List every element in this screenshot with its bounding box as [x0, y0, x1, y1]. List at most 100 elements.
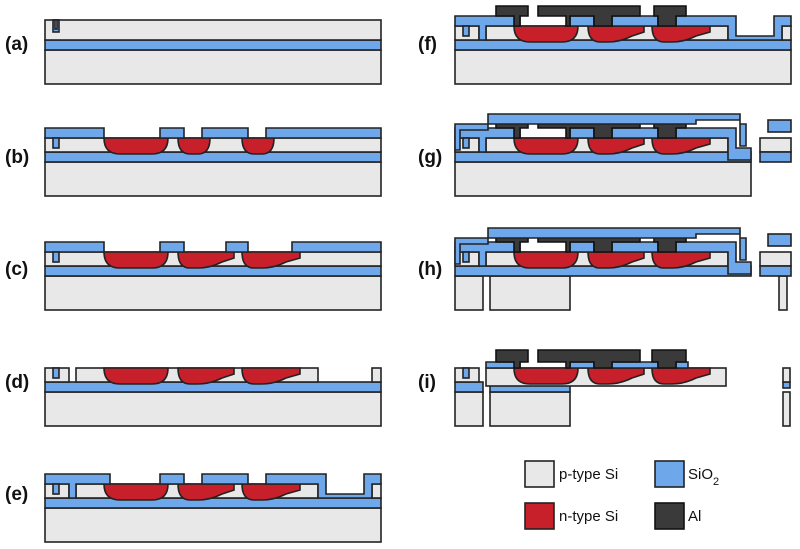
- top-oxide: [454, 113, 747, 151]
- passivation-oxide: [44, 473, 382, 499]
- buried-oxide: [44, 151, 382, 163]
- al-contact: [537, 349, 641, 369]
- n-well: [177, 367, 235, 385]
- n-well: [587, 25, 645, 43]
- panel-label-i: (i): [418, 372, 436, 393]
- device-layer-si: [371, 367, 382, 383]
- n-well: [103, 367, 169, 385]
- top-oxide: [767, 119, 792, 133]
- mask-oxide: [44, 241, 382, 253]
- substrate-si: [44, 275, 382, 311]
- panel-label-c: (c): [5, 259, 28, 280]
- panel-label-g: (g): [418, 147, 442, 168]
- substrate-si: [782, 391, 791, 427]
- n-well: [241, 137, 275, 155]
- trench-oxide: [52, 251, 60, 263]
- legend-swatch-n-si: [524, 502, 555, 530]
- trench: [54, 19, 58, 30]
- n-well: [587, 137, 645, 155]
- legend-label-al: Al: [688, 508, 701, 525]
- panel-label-b: (b): [5, 147, 29, 168]
- panel-d: (d): [5, 367, 382, 427]
- trench-oxide: [52, 483, 60, 495]
- panel-c: (c): [5, 241, 382, 311]
- device-layer-si: [781, 25, 792, 41]
- n-well: [651, 251, 711, 269]
- legend-swatch-sio2: [654, 460, 685, 488]
- substrate-si: [454, 275, 484, 311]
- legend: p-type Si SiO2 n-type Si Al: [524, 460, 719, 530]
- legend-sio2-subscript: 2: [713, 476, 719, 488]
- legend-label-sio2: SiO2: [688, 466, 719, 488]
- buried-oxide: [454, 39, 792, 51]
- legend-label-p-si: p-type Si: [559, 466, 618, 483]
- n-well: [587, 251, 645, 269]
- legend-swatch-al: [654, 502, 685, 530]
- panel-h: (h): [418, 227, 792, 311]
- n-well: [513, 251, 579, 269]
- panel-a: (a): [5, 19, 382, 85]
- al-contact: [537, 5, 641, 27]
- legend-label-n-si: n-type Si: [559, 508, 618, 525]
- n-well: [587, 367, 645, 385]
- buried-oxide: [454, 381, 484, 393]
- n-well: [651, 367, 711, 385]
- buried-oxide: [44, 497, 382, 509]
- substrate-si: [44, 391, 382, 427]
- al-contact: [653, 5, 687, 27]
- device-layer-si: [44, 19, 382, 41]
- al-contact: [651, 349, 687, 369]
- n-well: [513, 137, 579, 155]
- panel-label-e: (e): [5, 484, 28, 505]
- panel-f: (f): [418, 5, 792, 85]
- n-well: [651, 25, 711, 43]
- device-layer-si: [759, 251, 792, 267]
- substrate-si: [44, 507, 382, 543]
- panel-label-d: (d): [5, 372, 29, 393]
- trench-oxide: [462, 367, 470, 379]
- panel-label-h: (h): [418, 259, 442, 280]
- panel-i: (i): [418, 349, 791, 427]
- substrate-si: [489, 275, 571, 311]
- substrate-si: [44, 161, 382, 197]
- buried-oxide: [782, 381, 791, 389]
- n-well: [241, 251, 301, 269]
- buried-oxide: [44, 39, 382, 51]
- top-oxide: [454, 227, 747, 265]
- panel-b: (b): [5, 127, 382, 197]
- n-well: [513, 367, 579, 385]
- substrate-si: [489, 391, 571, 427]
- buried-oxide: [44, 381, 382, 393]
- n-well: [513, 25, 579, 43]
- substrate-si: [454, 49, 792, 85]
- trench-oxide: [462, 25, 470, 37]
- substrate-si: [454, 161, 752, 197]
- al-contact: [495, 349, 529, 369]
- substrate-si: [454, 391, 484, 427]
- mask-oxide: [44, 127, 382, 139]
- top-oxide: [767, 233, 792, 247]
- device-layer-si: [759, 137, 792, 153]
- device-layer-si: [782, 367, 791, 383]
- n-well: [103, 137, 169, 155]
- n-well: [177, 483, 235, 501]
- buried-oxide: [759, 265, 792, 277]
- trench-oxide: [462, 137, 470, 149]
- substrate-si: [778, 275, 788, 311]
- buried-oxide: [759, 151, 792, 163]
- trench-oxide: [52, 367, 60, 379]
- n-well: [103, 251, 169, 269]
- n-well: [651, 137, 711, 155]
- n-well: [103, 483, 169, 501]
- panel-g: (g): [418, 113, 792, 197]
- n-well: [177, 251, 235, 269]
- al-contact: [495, 5, 529, 27]
- panel-label-a: (a): [5, 34, 28, 55]
- n-well: [177, 137, 211, 155]
- device-layer-si: [371, 483, 382, 499]
- n-well: [241, 367, 301, 385]
- legend-swatch-p-si: [524, 460, 555, 488]
- buried-oxide: [44, 265, 382, 277]
- panel-label-f: (f): [418, 34, 437, 55]
